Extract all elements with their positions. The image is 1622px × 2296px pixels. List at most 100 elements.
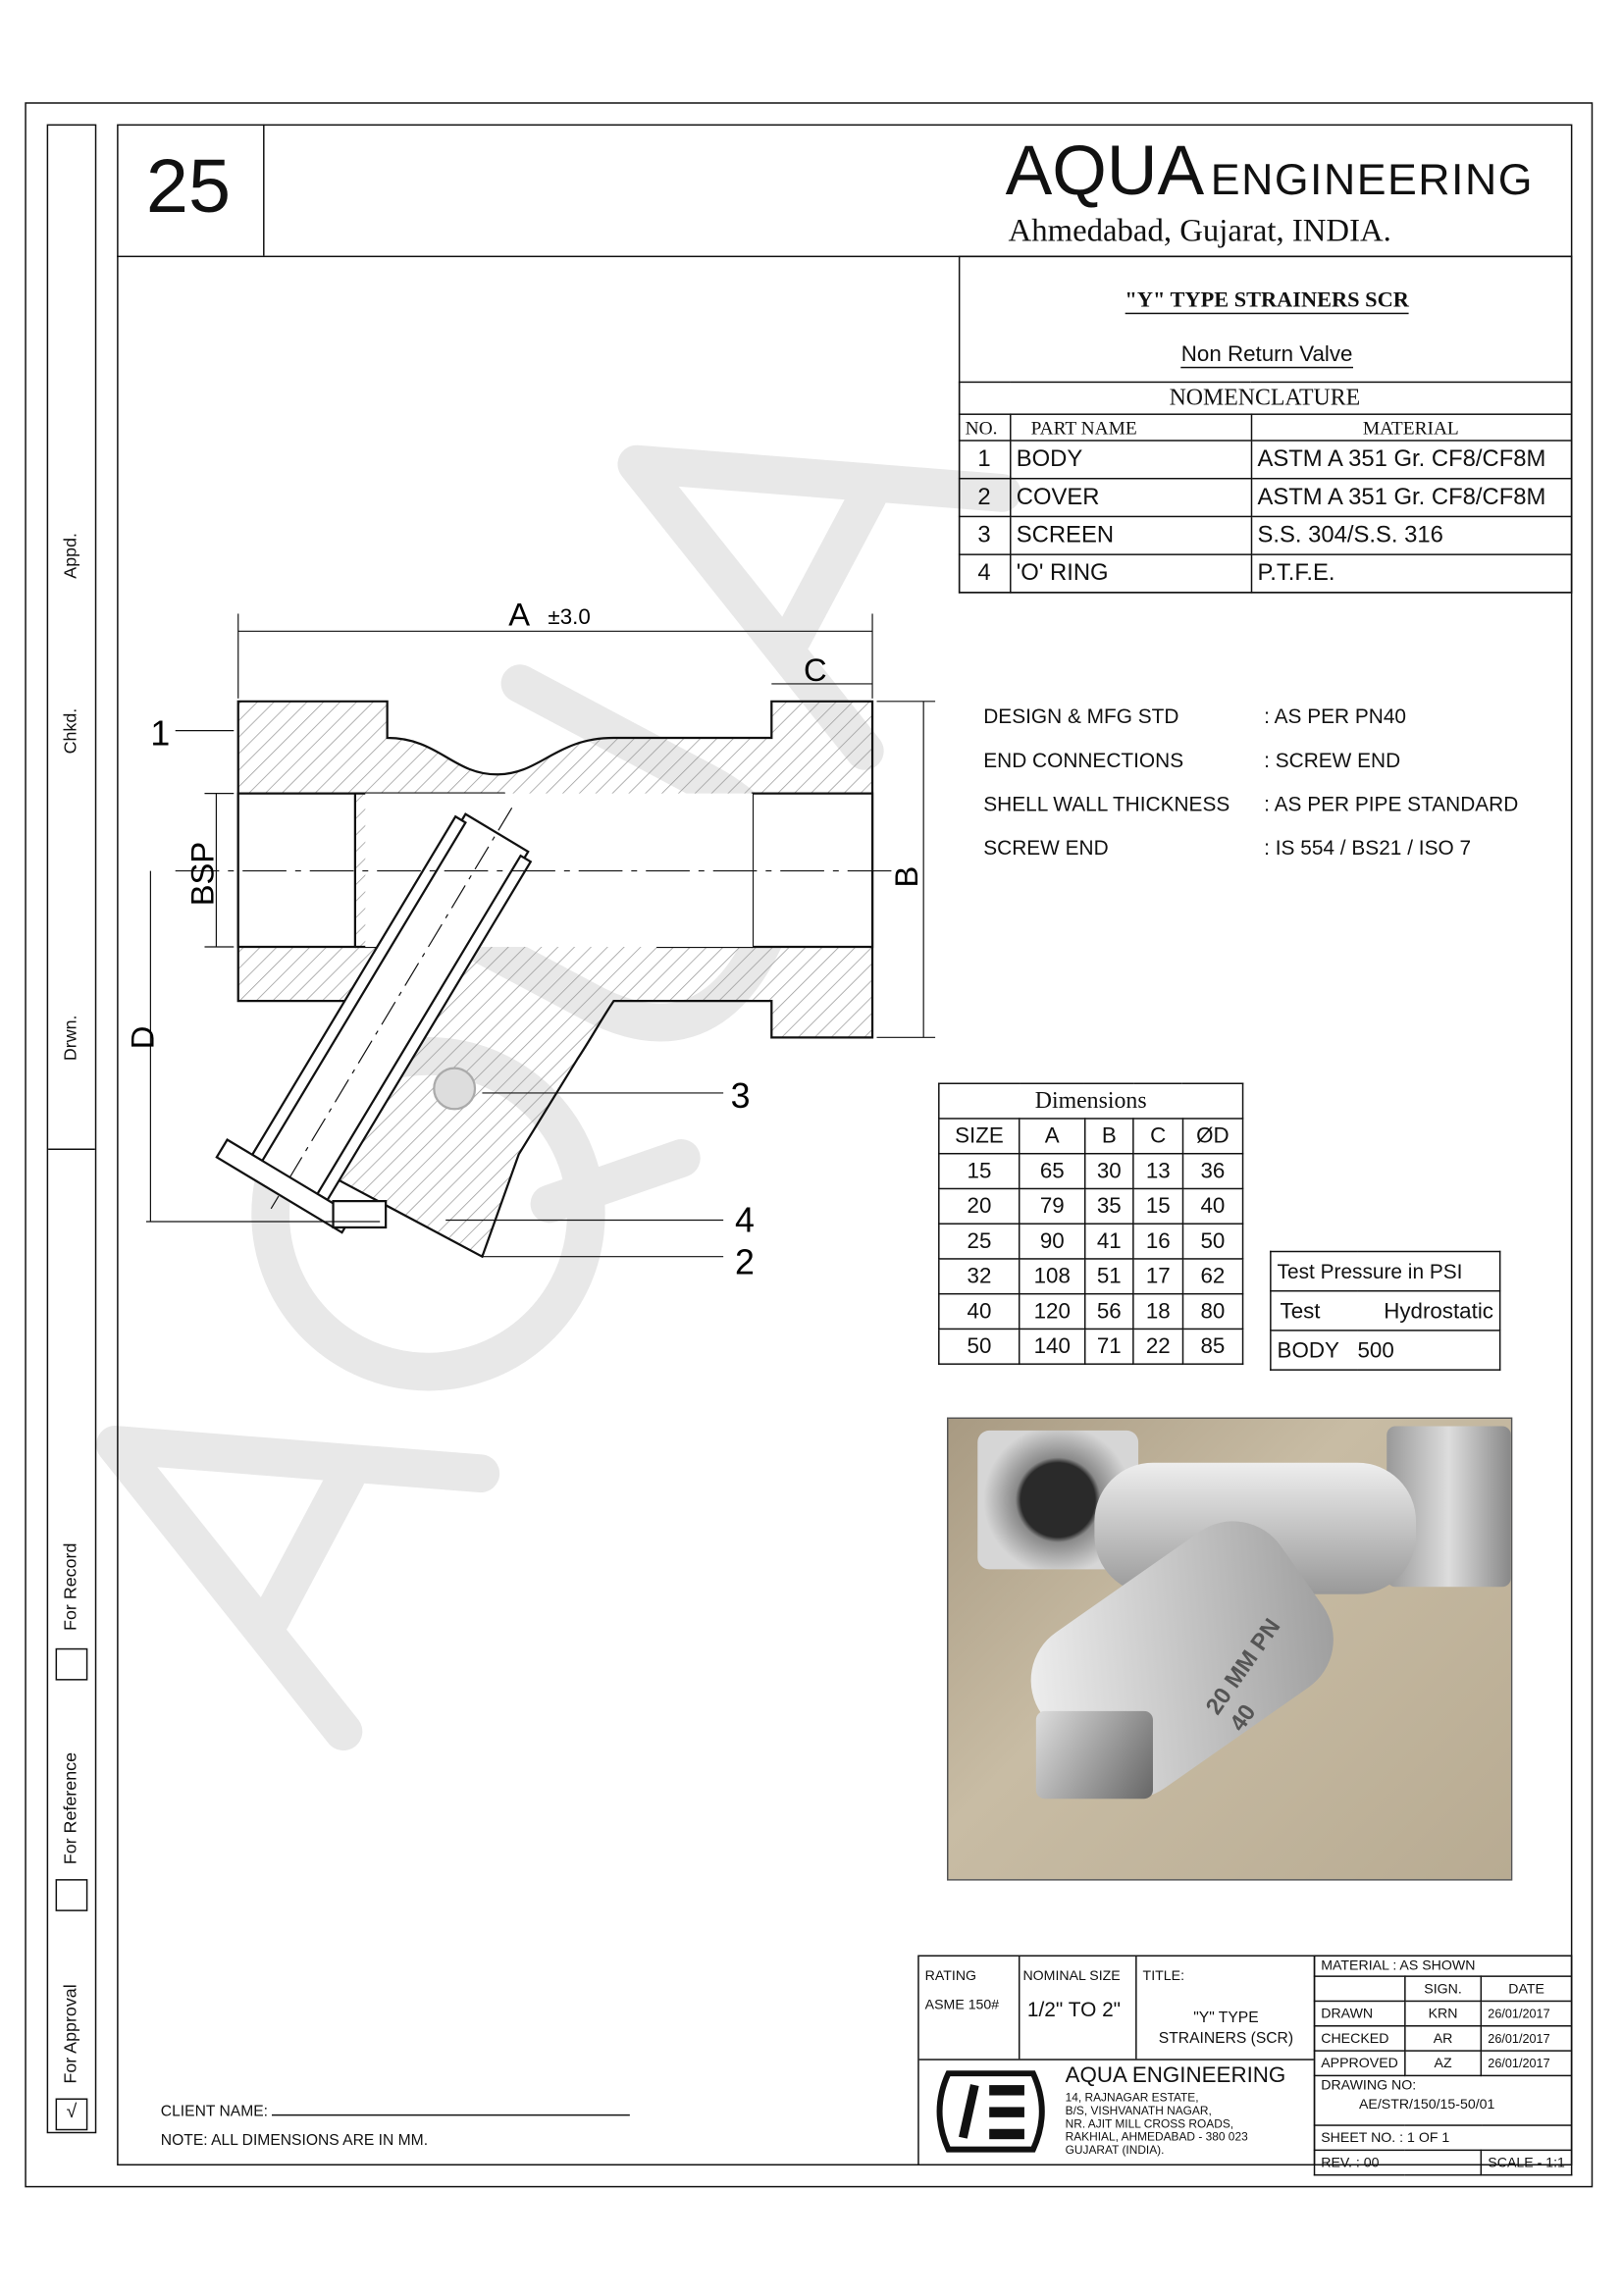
dimension-cell: 17 [1132, 1258, 1183, 1295]
revision: REV. : 00 [1313, 2149, 1483, 2176]
part-no: 3 [958, 515, 1011, 555]
dimension-cell: 30 [1083, 1152, 1135, 1190]
drawing-frame [117, 124, 1573, 2166]
spec-value: : AS PER PN40 [1264, 704, 1407, 728]
strainer-photo: 20 MM PN 40 [947, 1417, 1513, 1881]
dimension-cell: 56 [1083, 1292, 1135, 1331]
test-label: Test [1270, 1289, 1358, 1331]
part-name: BODY [1009, 440, 1252, 480]
part-no: 4 [958, 553, 1011, 594]
part-material: P.T.F.E. [1250, 553, 1572, 594]
address-line: B/S, VISHVANATH NAGAR, [1065, 2104, 1212, 2117]
part-material: ASTM A 351 Gr. CF8/CF8M [1250, 440, 1572, 480]
dimension-cell: 85 [1181, 1328, 1244, 1365]
spec-value: : AS PER PIPE STANDARD [1264, 792, 1519, 815]
address-line: 14, RAJNAGAR ESTATE, [1065, 2091, 1199, 2105]
test-pressure-heading: Test Pressure in PSI [1270, 1250, 1501, 1292]
signer: KRN [1403, 2000, 1483, 2027]
title-block-company: AQUA ENGINEERING [1065, 2062, 1286, 2089]
part-4-callout: 4 [735, 1200, 755, 1239]
spec-label: SHELL WALL THICKNESS [983, 792, 1230, 815]
part-material: S.S. 304/S.S. 316 [1250, 515, 1572, 555]
spec-row: DESIGN & MFG STD: AS PER PN40 [983, 704, 1518, 749]
signer: AZ [1403, 2050, 1483, 2077]
for-record-checkbox[interactable] [55, 1647, 88, 1681]
dimension-cell: 62 [1181, 1258, 1244, 1295]
company-name-rest: ENGINEERING [1210, 156, 1534, 205]
dimension-cell: 140 [1019, 1328, 1086, 1365]
part-2-callout: 2 [735, 1243, 755, 1282]
dimension-cell: 51 [1083, 1258, 1135, 1295]
dimension-cell: 35 [1083, 1187, 1135, 1225]
address-line: NR. AJIT MILL CROSS ROADS, [1065, 2116, 1234, 2131]
dimension-cell: ØD [1181, 1118, 1244, 1155]
dimension-cell: 108 [1019, 1258, 1086, 1295]
dimension-cell: 80 [1181, 1292, 1244, 1331]
rating-label: RATING [924, 1967, 977, 1985]
dim-a-tolerance: ±3.0 [548, 604, 590, 629]
sheet-number: 25 [145, 144, 232, 230]
header-material: MATERIAL [1250, 413, 1572, 442]
body-label: BODY [1270, 1330, 1358, 1371]
spec-row: END CONNECTIONS: SCREW END [983, 748, 1518, 792]
date-header: DATE [1480, 1975, 1573, 2003]
part-material: ASTM A 351 Gr. CF8/CF8M [1250, 477, 1572, 518]
product-subtitle: Non Return Valve [1180, 341, 1353, 369]
title-line-2: STRAINERS (SCR) [1158, 2029, 1294, 2048]
for-reference-checkbox[interactable] [55, 1879, 88, 1911]
company-address: 14, RAJNAGAR ESTATE, B/S, VISHVANATH NAG… [1066, 2091, 1248, 2157]
sign-date: 26/01/2017 [1480, 2000, 1573, 2027]
left-strip: Drwn. Chkd. Appd. For Record For Referen… [46, 124, 97, 2134]
dim-c-label: C [804, 652, 827, 688]
dim-bsp-label: BSP [183, 842, 220, 907]
company-logo-text: AQUA ENGINEERING [1006, 136, 1534, 207]
dimension-cell: 15 [938, 1152, 1020, 1190]
outer-border [25, 102, 1594, 2188]
dimension-cell: 20 [938, 1187, 1020, 1225]
sheet-no: SHEET NO. : 1 OF 1 [1313, 2124, 1573, 2152]
dimension-cell: SIZE [938, 1118, 1020, 1155]
dimension-cell: 40 [1181, 1187, 1244, 1225]
rating-value: ASME 150# [924, 1997, 1000, 2014]
role: CHECKED [1313, 2025, 1406, 2052]
dimension-cell: 50 [938, 1328, 1020, 1365]
role: APPROVED [1313, 2050, 1406, 2077]
dimensions-note: NOTE: ALL DIMENSIONS ARE IN MM. [160, 2131, 429, 2150]
drawing-no-label: DRAWING NO: [1321, 2077, 1417, 2095]
for-approval-checkbox[interactable]: √ [55, 2098, 88, 2131]
nomenclature-box: "Y" TYPE STRAINERS SCR Non Return Valve … [958, 255, 1573, 594]
spec-value: : IS 554 / BS21 / ISO 7 [1264, 835, 1472, 860]
company-name-big: AQUA [1005, 132, 1205, 211]
signer: AR [1403, 2025, 1483, 2052]
sign-date: 26/01/2017 [1480, 2050, 1573, 2077]
dimension-cell: 22 [1132, 1328, 1183, 1365]
address-line: GUJARAT (INDIA). [1065, 2143, 1165, 2158]
sign-header: SIGN. [1403, 1975, 1483, 2003]
dimension-cell: 65 [1019, 1152, 1086, 1190]
header-no: NO. [958, 413, 1011, 442]
dimension-cell: 25 [938, 1223, 1020, 1260]
part-no: 1 [958, 440, 1011, 480]
dim-b-label: B [888, 866, 924, 888]
spec-label: SCREW END [983, 835, 1109, 860]
dimensions-heading: Dimensions [938, 1082, 1244, 1120]
dimension-cell: 15 [1132, 1187, 1183, 1225]
product-title: "Y" TYPE STRAINERS SCR [1125, 288, 1409, 315]
hydrostatic-label: Hydrostatic [1357, 1289, 1501, 1331]
part-3-callout: 3 [731, 1076, 751, 1116]
part-name: 'O' RING [1009, 553, 1252, 594]
